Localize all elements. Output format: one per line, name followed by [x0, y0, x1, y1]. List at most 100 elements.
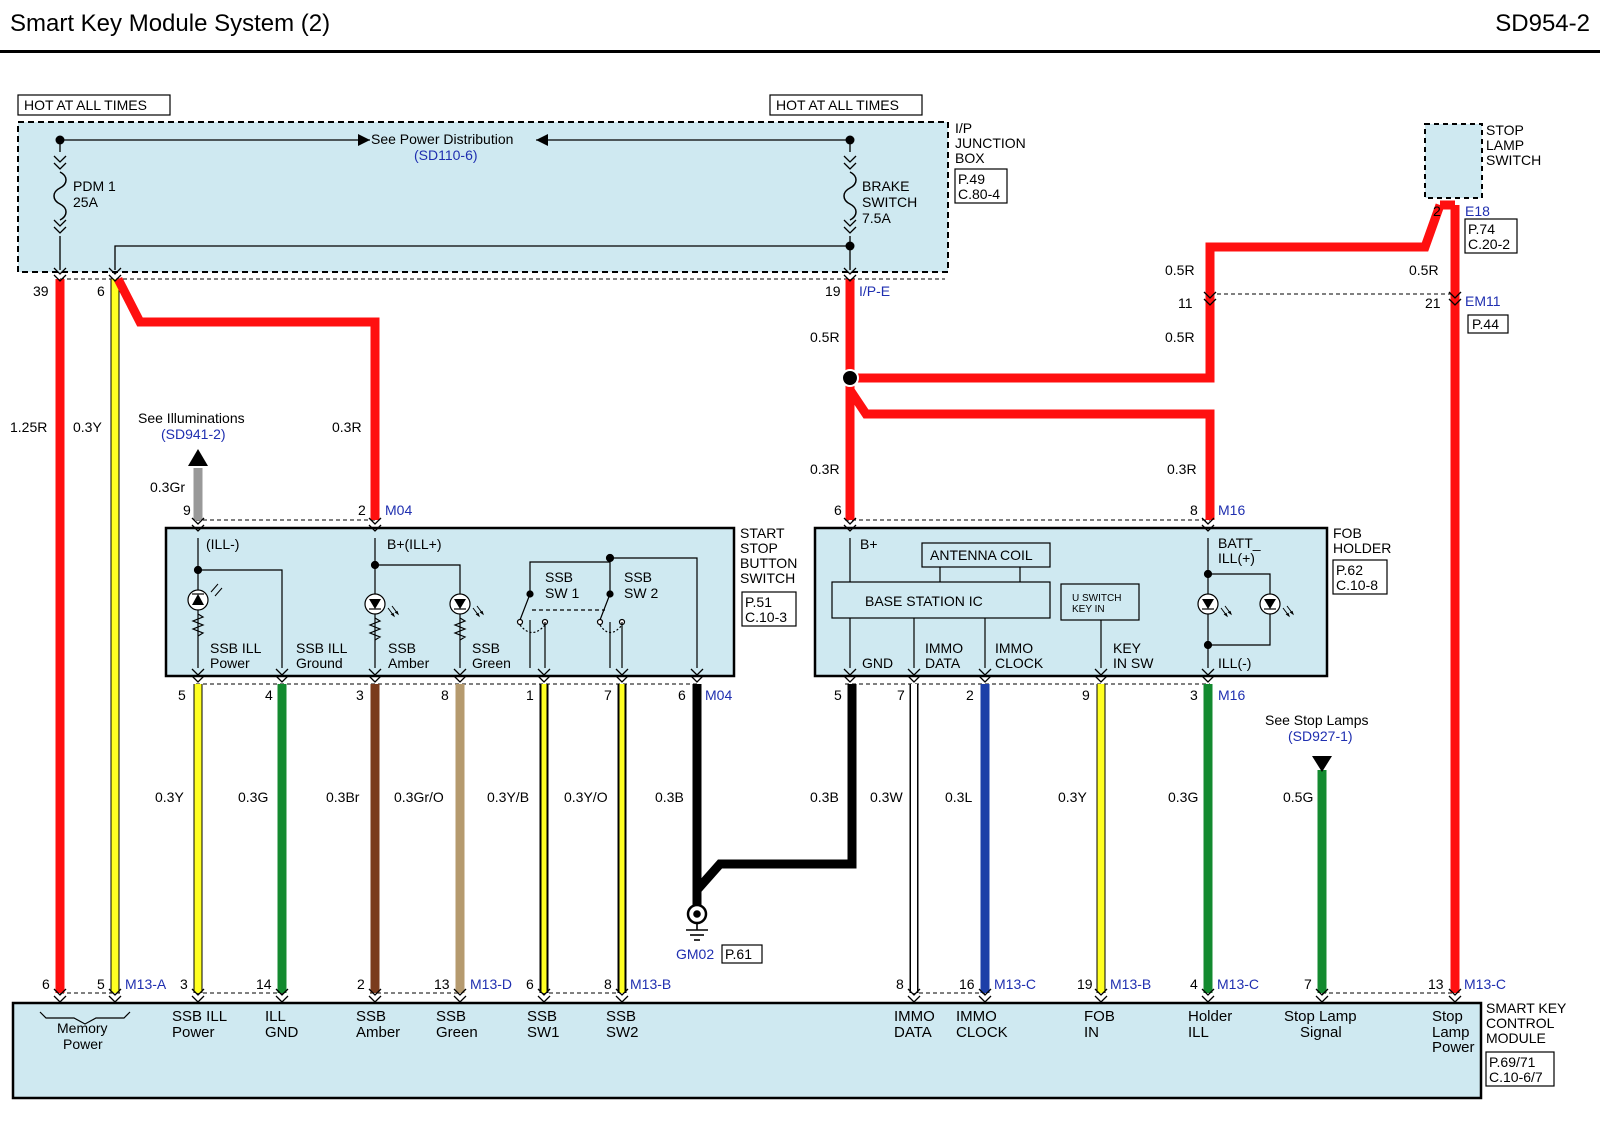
ss-bpin-6: 6: [678, 687, 686, 703]
mod-label-illgnd-2: GND: [265, 1024, 299, 1041]
fob-label-immo-data-1: IMMO: [925, 640, 963, 656]
mod-pin-3: 3: [180, 976, 188, 992]
ss-label-2a: SSB ILL: [296, 640, 348, 656]
ss-ill-minus: (ILL-): [206, 536, 239, 552]
mod-conn-c2: M13-C: [1217, 976, 1259, 992]
fuse1-line2: 25A: [73, 194, 99, 210]
bwire-0-3w: 0.3W: [870, 789, 903, 805]
mod-label-immodata-1: IMMO: [894, 1008, 935, 1025]
ground-ref: P.61: [725, 946, 752, 962]
power-dist-ref: (SD110-6): [414, 147, 478, 163]
jb-name-1: I/P: [955, 120, 972, 136]
ss-label-3b: Amber: [388, 655, 430, 671]
mod-label-immoclock-1: IMMO: [956, 1008, 997, 1025]
jb-pin-6: 6: [97, 283, 105, 299]
ss-name-3: BUTTON: [740, 555, 797, 571]
mod-pin-12: 4: [1190, 976, 1198, 992]
em11-pin-21: 21: [1425, 295, 1441, 311]
jb-pin-39: 39: [33, 283, 49, 299]
fob-bpin-2: 2: [966, 687, 974, 703]
hot-label-left: HOT AT ALL TIMES: [24, 97, 147, 113]
fob-connector-bottom: M16: [1218, 687, 1245, 703]
mod-pin-9: 8: [896, 976, 904, 992]
wire-0-3r-left: 0.3R: [332, 419, 362, 435]
wire-1-25r: 1.25R: [10, 419, 47, 435]
fob-bpin-7: 7: [897, 687, 905, 703]
ground-symbol: [686, 903, 708, 941]
sls-name-3: SWITCH: [1486, 152, 1541, 168]
fob-pin-6: 6: [834, 502, 842, 518]
sls-ref-2: C.20-2: [1468, 236, 1510, 252]
smart-key-module-box: [11, 1001, 1483, 1100]
power-dist-label: See Power Distribution: [371, 131, 513, 147]
bwire-0-3b-right: 0.3B: [810, 789, 839, 805]
fob-antenna: ANTENNA COIL: [930, 547, 1033, 563]
ss-label-4b: Green: [472, 655, 511, 671]
mod-pin-1: 6: [42, 976, 50, 992]
sls-name-1: STOP: [1486, 122, 1524, 138]
mod-pin-7: 6: [526, 976, 534, 992]
ss-ref-2: C.10-3: [745, 609, 787, 625]
mod-name-3: MODULE: [1486, 1030, 1546, 1046]
ss-bpin-3: 3: [356, 687, 364, 703]
sls-pin: 2: [1433, 203, 1441, 219]
ss-label-3a: SSB: [388, 640, 416, 656]
ss-label-4a: SSB: [472, 640, 500, 656]
fob-name-2: HOLDER: [1333, 540, 1391, 556]
ss-ref-1: P.51: [745, 594, 772, 610]
fob-label-ill-minus: ILL(-): [1218, 655, 1251, 671]
mod-label-stoppow-3: Power: [1432, 1039, 1475, 1056]
illum-label: See Illuminations: [138, 410, 245, 426]
ss-pin-2: 2: [358, 502, 366, 518]
wire-0-5r-em11-top: 0.5R: [1165, 262, 1195, 278]
mod-conn-b1: M13-B: [630, 976, 671, 992]
stop-lamp-arrow: [1312, 756, 1332, 772]
mod-label-stopsig-2: Signal: [1300, 1024, 1342, 1041]
fob-bpin-9: 9: [1082, 687, 1090, 703]
mod-label-green-1: SSB: [436, 1008, 466, 1025]
stop-lamps-ref: (SD927-1): [1288, 728, 1353, 744]
splice-dot: [841, 369, 859, 387]
wire-0-3r-fob6: 0.3R: [810, 461, 840, 477]
ss-label-2b: Ground: [296, 655, 343, 671]
fuse1-line1: PDM 1: [73, 178, 116, 194]
fob-u-switch-2: KEY IN: [1072, 604, 1105, 615]
mod-label-green-2: Green: [436, 1024, 478, 1041]
header: Smart Key Module System (2) SD954-2: [0, 0, 1600, 53]
fuse2-line2: SWITCH: [862, 194, 917, 210]
mod-label-stoppow-2: Lamp: [1432, 1024, 1470, 1041]
fob-bpin-3: 3: [1190, 687, 1198, 703]
jb-connector: I/P-E: [859, 283, 890, 299]
sls-ref-1: P.74: [1468, 221, 1495, 237]
jb-name-3: BOX: [955, 150, 985, 166]
mod-label-memory-2: Power: [63, 1036, 103, 1052]
mod-pin-2: 5: [97, 976, 105, 992]
fob-label-key-1: KEY: [1113, 640, 1142, 656]
fob-connector-top: M16: [1218, 502, 1245, 518]
wire-0-5r-em11-bot: 0.5R: [1165, 329, 1195, 345]
ss-label-1b: Power: [210, 655, 250, 671]
fob-label-immo-data-2: DATA: [925, 655, 961, 671]
mod-label-sw1-2: SW1: [527, 1024, 560, 1041]
wire-0-3gr: 0.3Gr: [150, 479, 185, 495]
diagram-code: SD954-2: [1495, 10, 1590, 37]
mod-pin-11: 19: [1077, 976, 1093, 992]
em11-connector: EM11: [1465, 293, 1501, 309]
sls-name-2: LAMP: [1486, 137, 1524, 153]
bwire-0-3y-fob: 0.3Y: [1058, 789, 1087, 805]
start-stop-internal: [191, 517, 704, 683]
ss-sw1-1: SSB: [545, 569, 573, 585]
mod-conn-d: M13-D: [470, 976, 512, 992]
ssb-ill-led: [187, 583, 223, 637]
bwire-0-3y-o: 0.3Y/O: [564, 789, 608, 805]
mod-pin-5: 2: [357, 976, 365, 992]
ss-bpin-7: 7: [604, 687, 612, 703]
fuse2-line3: 7.5A: [862, 210, 891, 226]
bwire-0-3y-b: 0.3Y/B: [487, 789, 529, 805]
mod-label-immoclock-2: CLOCK: [956, 1024, 1008, 1041]
bwire-0-5g: 0.5G: [1283, 789, 1313, 805]
ss-bpin-8: 8: [441, 687, 449, 703]
illum-ref: (SD941-2): [161, 426, 226, 442]
ss-label-1a: SSB ILL: [210, 640, 262, 656]
